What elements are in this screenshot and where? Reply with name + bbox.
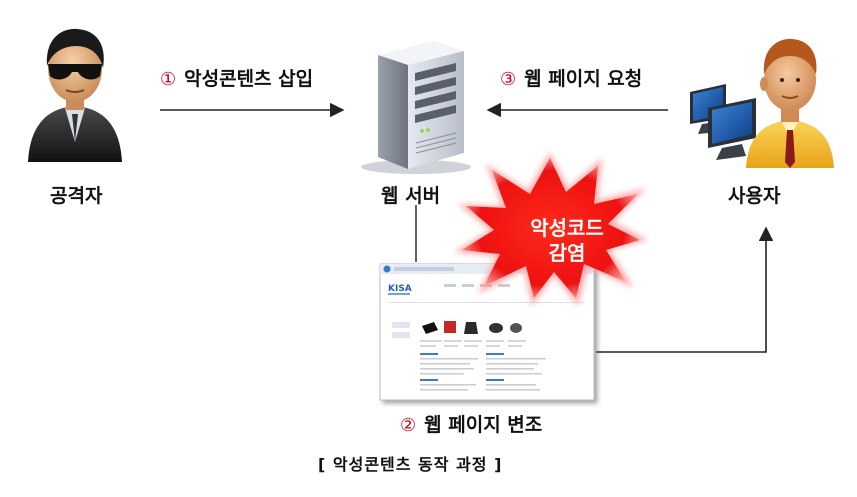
arrow-page-to-user [596,226,774,353]
monitor-icon [690,84,756,160]
attacker-label: 공격자 [50,185,103,207]
step-3-number: ③ [500,69,517,90]
burst-text-line2: 감염 [548,241,586,265]
step-3-label: ③ 웹 페이지 요청 [500,70,642,89]
step-1-number: ① [160,69,177,90]
step-3-text: 웹 페이지 요청 [524,68,643,90]
user-label: 사용자 [728,185,781,207]
step-1-text: 악성콘텐츠 삽입 [184,68,314,90]
step-2-text: 웹 페이지 변조 [424,414,543,436]
malware-burst-icon [454,152,648,306]
step-2-number: ② [400,415,417,436]
diagram-caption: [ 악성콘텐츠 동작 과정 ] [318,455,503,474]
burst-text-line1: 악성코드 [530,216,604,240]
webpage-logo: KISA [388,284,412,294]
attacker-icon [28,28,122,162]
step-1-label: ① 악성콘텐츠 삽입 [160,70,313,89]
server-icon [361,41,471,174]
server-label: 웹 서버 [381,185,441,207]
step-2-label: ② 웹 페이지 변조 [400,416,542,435]
user-icon [690,38,834,168]
